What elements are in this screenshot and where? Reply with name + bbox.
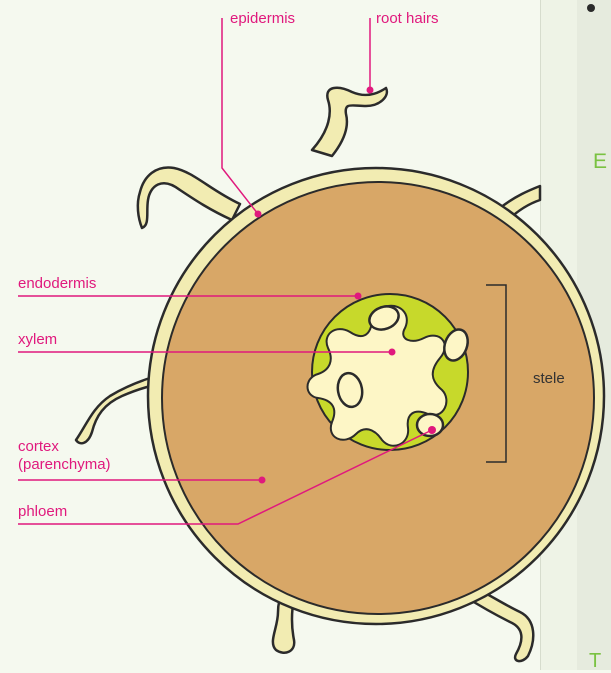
endodermis-dot — [355, 293, 362, 300]
label-endodermis: endodermis — [18, 275, 96, 292]
label-epidermis: epidermis — [230, 10, 295, 27]
epidermis-leader — [222, 18, 258, 214]
epidermis-dot — [255, 211, 262, 218]
label-cortex: cortex — [18, 438, 59, 455]
label-root-hairs: root hairs — [376, 10, 439, 27]
label-stele: stele — [533, 370, 565, 387]
label-parenchyma: (parenchyma) — [18, 456, 111, 473]
root-hair-left — [138, 168, 240, 228]
root-hair-top — [312, 88, 387, 156]
label-phloem: phloem — [18, 503, 67, 520]
label-xylem: xylem — [18, 331, 57, 348]
xylem-dot — [389, 349, 396, 356]
cortex-dot — [259, 477, 266, 484]
root-hairs-dot — [367, 87, 374, 94]
